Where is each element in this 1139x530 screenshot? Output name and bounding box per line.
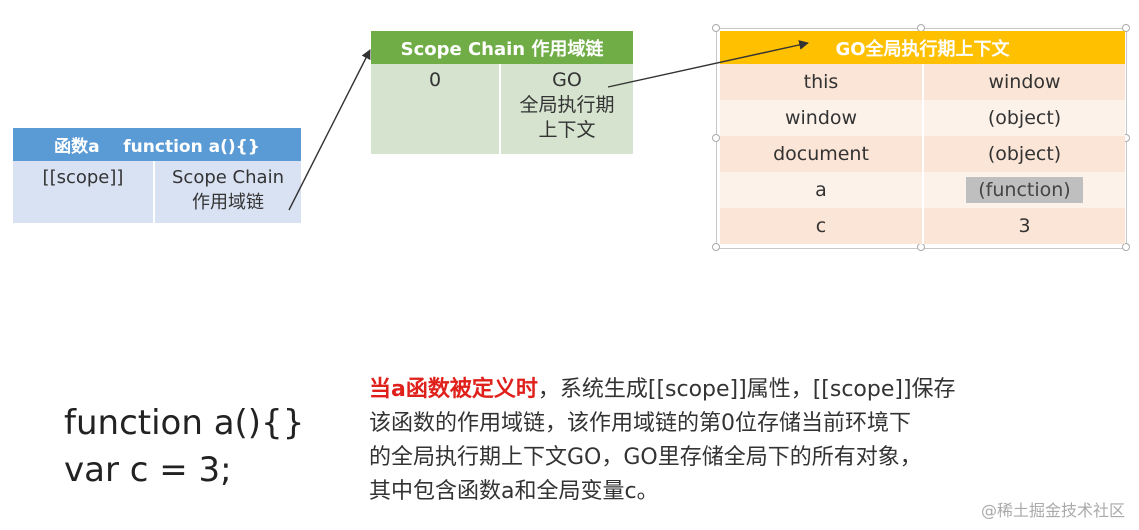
resize-handle[interactable] — [712, 134, 720, 142]
code-snippet: function a(){} var c = 3; — [64, 400, 304, 494]
code-line: function a(){} — [64, 403, 305, 443]
resize-handle[interactable] — [712, 243, 720, 251]
go-value: window — [923, 64, 1125, 100]
scope-to-chain-arrow — [288, 49, 371, 211]
go-key: this — [720, 64, 924, 100]
resize-handle[interactable] — [712, 24, 720, 32]
description-line: 的全局执行期上下文GO，GO里存储全局下的所有对象， — [369, 445, 922, 470]
go-row: document (object) — [720, 136, 1125, 172]
scope-chain-header: Scope Chain 作用域链 — [371, 31, 633, 64]
resize-handle[interactable] — [1122, 24, 1130, 32]
go-row: this window — [720, 64, 1125, 100]
scope-property-cell: [[scope]] — [13, 161, 155, 223]
go-key: window — [720, 100, 924, 136]
scope-chain-go-cell: GO 全局执行期 上下文 — [500, 64, 633, 154]
description-line: 其中包含函数a和全局变量c。 — [369, 479, 659, 504]
go-row: c 3 — [720, 208, 1125, 244]
description-line: ，系统生成[[scope]]属性，[[scope]]保存 — [537, 377, 956, 402]
go-key: a — [720, 172, 924, 208]
go-value: 3 — [923, 208, 1125, 244]
go-row: window (object) — [720, 100, 1125, 136]
description-line: 该函数的作用域链，该作用域链的第0位存储当前环境下 — [369, 411, 911, 436]
description-text: 当a函数被定义时，系统生成[[scope]]属性，[[scope]]保存 该函数… — [369, 373, 1109, 509]
function-a-table: 函数a function a(){} [[scope]] Scope Chain… — [13, 128, 301, 223]
description-highlight: 当a函数被定义时 — [369, 377, 538, 402]
scope-chain-table: Scope Chain 作用域链 0 GO 全局执行期 上下文 — [371, 31, 633, 154]
function-value-highlight: (function) — [966, 177, 1083, 203]
go-row: a (function) — [720, 172, 1125, 208]
chain-to-go-arrow — [607, 40, 809, 88]
resize-handle[interactable] — [1122, 243, 1130, 251]
go-key: c — [720, 208, 924, 244]
go-key: document — [720, 136, 924, 172]
code-line: var c = 3; — [64, 450, 232, 490]
watermark: @稀土掘金技术社区 — [980, 501, 1125, 520]
scope-chain-index-cell: 0 — [371, 64, 501, 154]
function-a-header: 函数a function a(){} — [13, 128, 301, 161]
scope-chain-ref-cell: Scope Chain 作用域链 — [154, 161, 301, 223]
go-value: (function) — [923, 172, 1125, 208]
go-value: (object) — [923, 136, 1125, 172]
go-value: (object) — [923, 100, 1125, 136]
go-context-table: GO全局执行期上下文 this window window (object) d… — [720, 31, 1125, 244]
